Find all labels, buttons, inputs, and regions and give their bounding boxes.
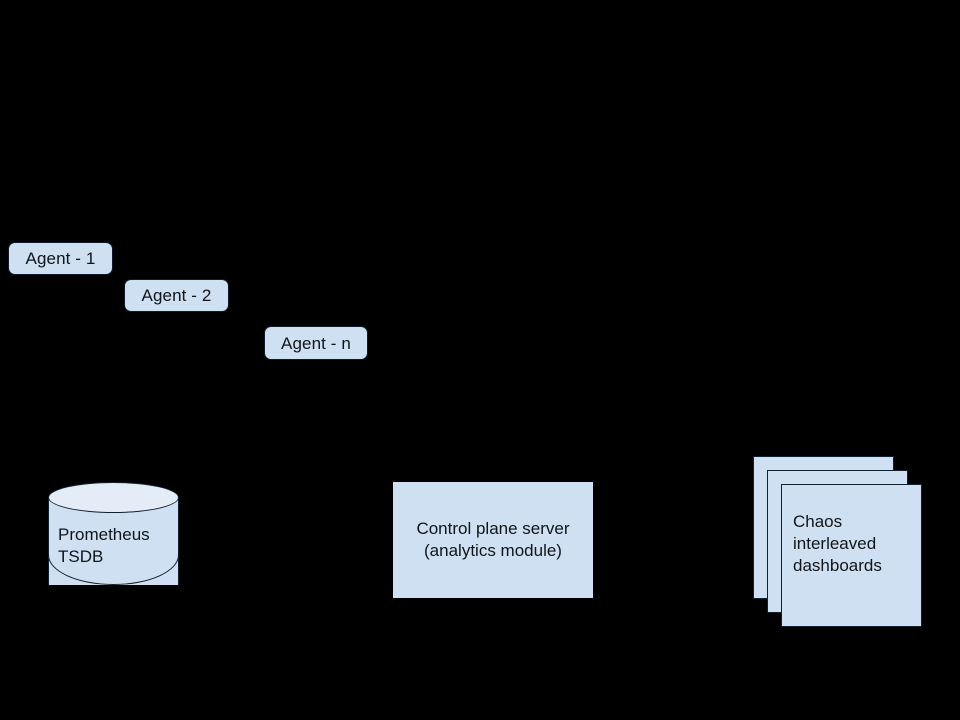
node-agent-1[interactable]: Agent - 1 [8, 242, 113, 275]
node-agent-n[interactable]: Agent - n [264, 326, 368, 360]
node-control-plane-server[interactable]: Control plane server (analytics module) [393, 482, 593, 598]
node-agent-n-label: Agent - n [281, 333, 351, 353]
node-prometheus-tsdb-line2: TSDB [58, 547, 104, 566]
node-chaos-dashboards-label: Chaos interleaved dashboards [793, 511, 918, 577]
node-chaos-dashboards[interactable]: Chaos interleaved dashboards [753, 456, 923, 629]
node-agent-2-label: Agent - 2 [141, 286, 212, 305]
node-prometheus-tsdb[interactable]: Prometheus TSDB [48, 482, 179, 600]
node-chaos-dashboards-line3: dashboards [793, 556, 882, 575]
node-agent-2[interactable]: Agent - 2 [124, 279, 229, 312]
node-control-plane-server-line2: (analytics module) [424, 541, 562, 560]
node-control-plane-server-line1: Control plane server [416, 519, 570, 538]
node-agent-1-label: Agent - 1 [25, 249, 96, 268]
node-prometheus-tsdb-label: Prometheus TSDB [58, 524, 173, 568]
node-control-plane-server-label: Control plane server (analytics module) [416, 518, 569, 562]
node-prometheus-tsdb-line1: Prometheus [58, 525, 150, 544]
node-chaos-dashboards-line1: Chaos [793, 512, 843, 531]
node-chaos-dashboards-line2: interleaved [793, 534, 877, 553]
cylinder-top-shape [48, 482, 179, 513]
dashboard-card-front [781, 484, 922, 627]
